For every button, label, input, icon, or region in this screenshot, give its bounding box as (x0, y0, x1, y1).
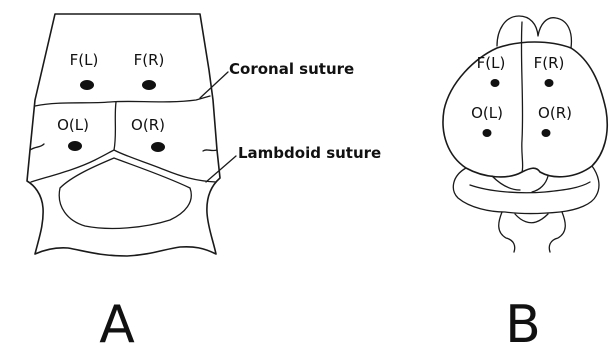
cerebellum-fold-1 (470, 182, 590, 193)
label-a-or: O(R) (131, 116, 165, 134)
lambdoid-suture-annotation: Lambdoid suture (238, 144, 381, 162)
side-notch-right (203, 150, 217, 151)
olfactory-bulbs (497, 16, 571, 48)
electrode-dot-b-ol (483, 129, 492, 137)
label-b-fr: F(R) (534, 54, 565, 72)
label-b-fl: F(L) (477, 54, 506, 72)
electrode-dot-a-or (151, 142, 165, 152)
lambdoid-pointer-line (206, 156, 236, 182)
electrode-dot-a-fr (142, 80, 156, 90)
coronal-suture-annotation: Coronal suture (229, 60, 354, 78)
skull-outline (27, 14, 220, 256)
cerebellum-fold-2 (492, 176, 520, 190)
side-notch-left (30, 144, 44, 150)
skull-drawing (27, 14, 220, 256)
electrode-dot-b-or (542, 129, 551, 137)
electrode-dot-a-fl (80, 80, 94, 90)
coronal-pointer-line (200, 72, 228, 98)
label-a-ol: O(L) (57, 116, 89, 134)
panel-label-a: A (99, 295, 135, 349)
label-a-fl: F(L) (70, 51, 99, 69)
label-b-ol: O(L) (471, 104, 503, 122)
midline-fissure (521, 22, 522, 172)
label-a-fr: F(R) (134, 51, 165, 69)
brainstem-outline (499, 212, 566, 252)
electrode-dot-b-fl (491, 79, 500, 87)
electrode-dot-b-fr (545, 79, 554, 87)
lambdoid-suture-line (31, 150, 216, 182)
brain-drawing (443, 16, 607, 252)
brainstem-center (515, 214, 548, 223)
coronal-suture-line (35, 96, 210, 106)
cerebrum-outline (443, 42, 607, 177)
interparietal-outline (59, 158, 191, 228)
sagittal-suture-line (114, 102, 116, 150)
panel-label-b: B (505, 295, 541, 349)
cerebellum-fold-3 (532, 176, 548, 192)
label-b-or: O(R) (538, 104, 572, 122)
electrode-dot-a-ol (68, 141, 82, 151)
